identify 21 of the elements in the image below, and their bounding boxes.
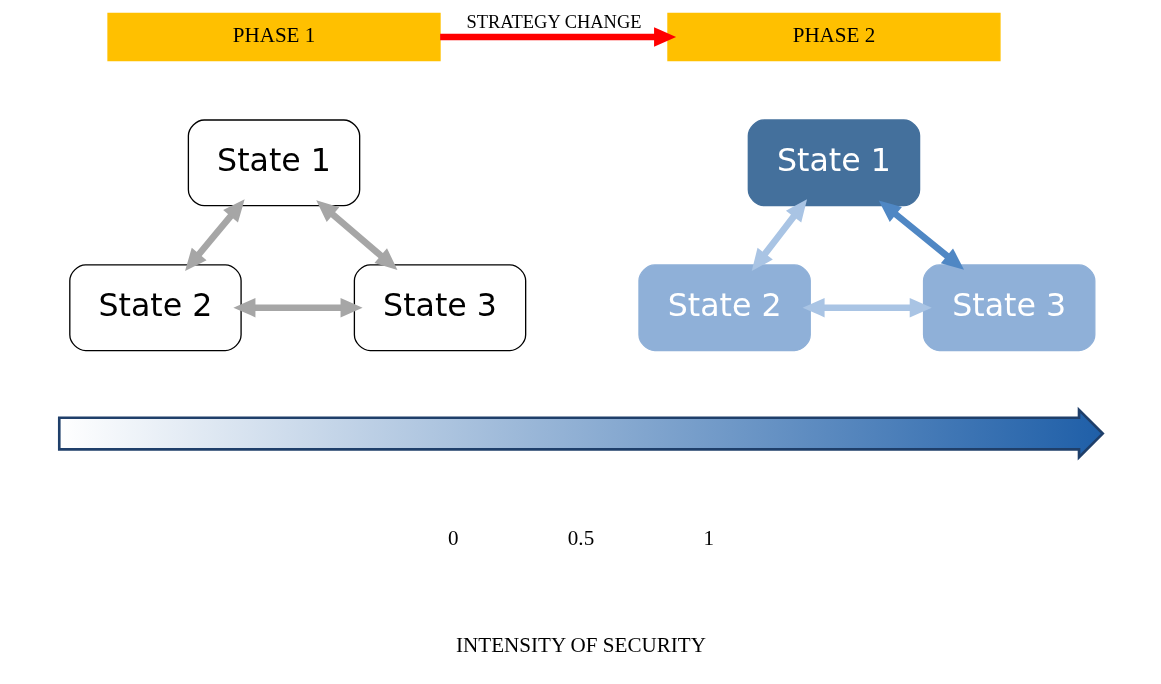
arrow (802, 298, 932, 318)
edge-label: STRATEGY CHANGE (465, 12, 641, 33)
arrow (751, 199, 807, 272)
arrow (315, 200, 397, 270)
arrow (439, 27, 676, 47)
node-box: PHASE 1 (106, 12, 441, 62)
node-box: State 2 (637, 264, 811, 352)
arrow (184, 199, 245, 271)
node-arrow (57, 406, 1105, 461)
node-box: State 1 (747, 119, 920, 207)
node-box: State 2 (68, 264, 242, 352)
node-box: State 3 (353, 264, 526, 352)
node-box: State 3 (922, 264, 1095, 352)
node-box: State 1 (187, 119, 360, 207)
arrow (878, 200, 964, 270)
label: INTENSITY OF SECURITY (455, 633, 706, 658)
label: 0.5 (567, 526, 594, 551)
node-box: PHASE 2 (666, 12, 1001, 62)
label: 1 (703, 526, 714, 551)
label: 0 (447, 526, 458, 551)
arrow (232, 298, 363, 318)
